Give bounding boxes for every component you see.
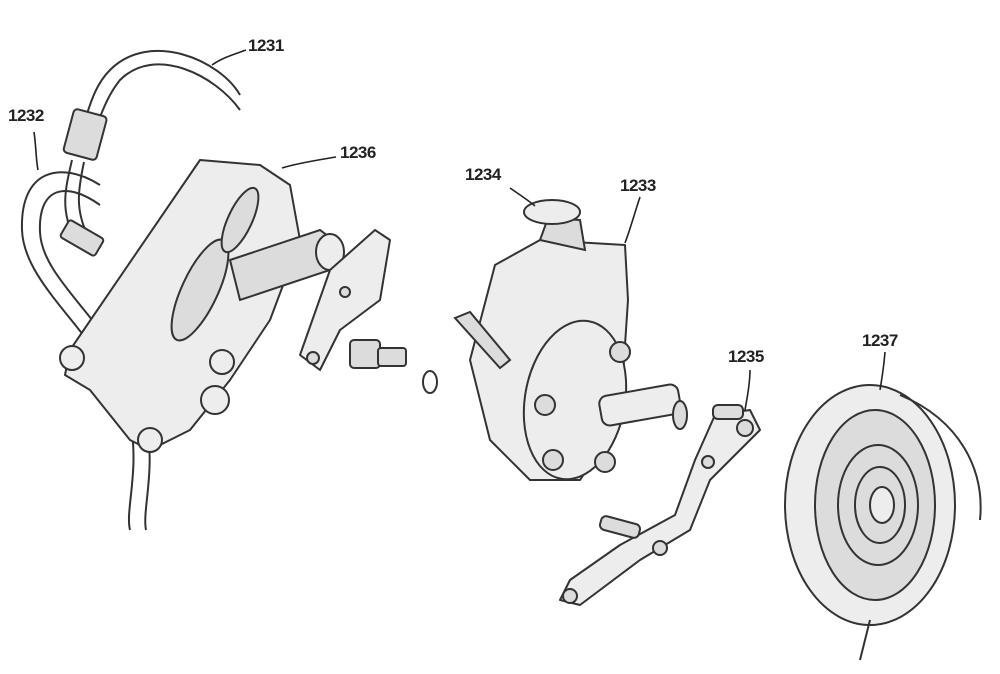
leader-1236 <box>281 156 337 169</box>
part-label-1234: 1234 <box>465 165 501 184</box>
adapter-plate <box>299 229 438 394</box>
leader-1232 <box>33 131 39 171</box>
leader-1233 <box>624 196 641 244</box>
part-label-1237: 1237 <box>862 331 898 350</box>
part-label-1236: 1236 <box>340 143 376 162</box>
part-label-1231: 1231 <box>248 36 284 55</box>
leader-1237 <box>879 351 886 391</box>
part-label-1233: 1233 <box>620 176 656 195</box>
mounting-bracket <box>59 159 345 453</box>
leader-1235 <box>744 369 751 411</box>
pressure-hose <box>20 171 151 531</box>
power-steering-pump <box>453 199 688 481</box>
return-hose <box>62 49 241 241</box>
pump-brace <box>559 404 761 606</box>
leader-1234 <box>509 187 536 207</box>
part-label-1232: 1232 <box>8 106 44 125</box>
pulley <box>784 384 982 661</box>
leader-1231 <box>211 49 247 66</box>
part-label-1235: 1235 <box>728 347 764 366</box>
